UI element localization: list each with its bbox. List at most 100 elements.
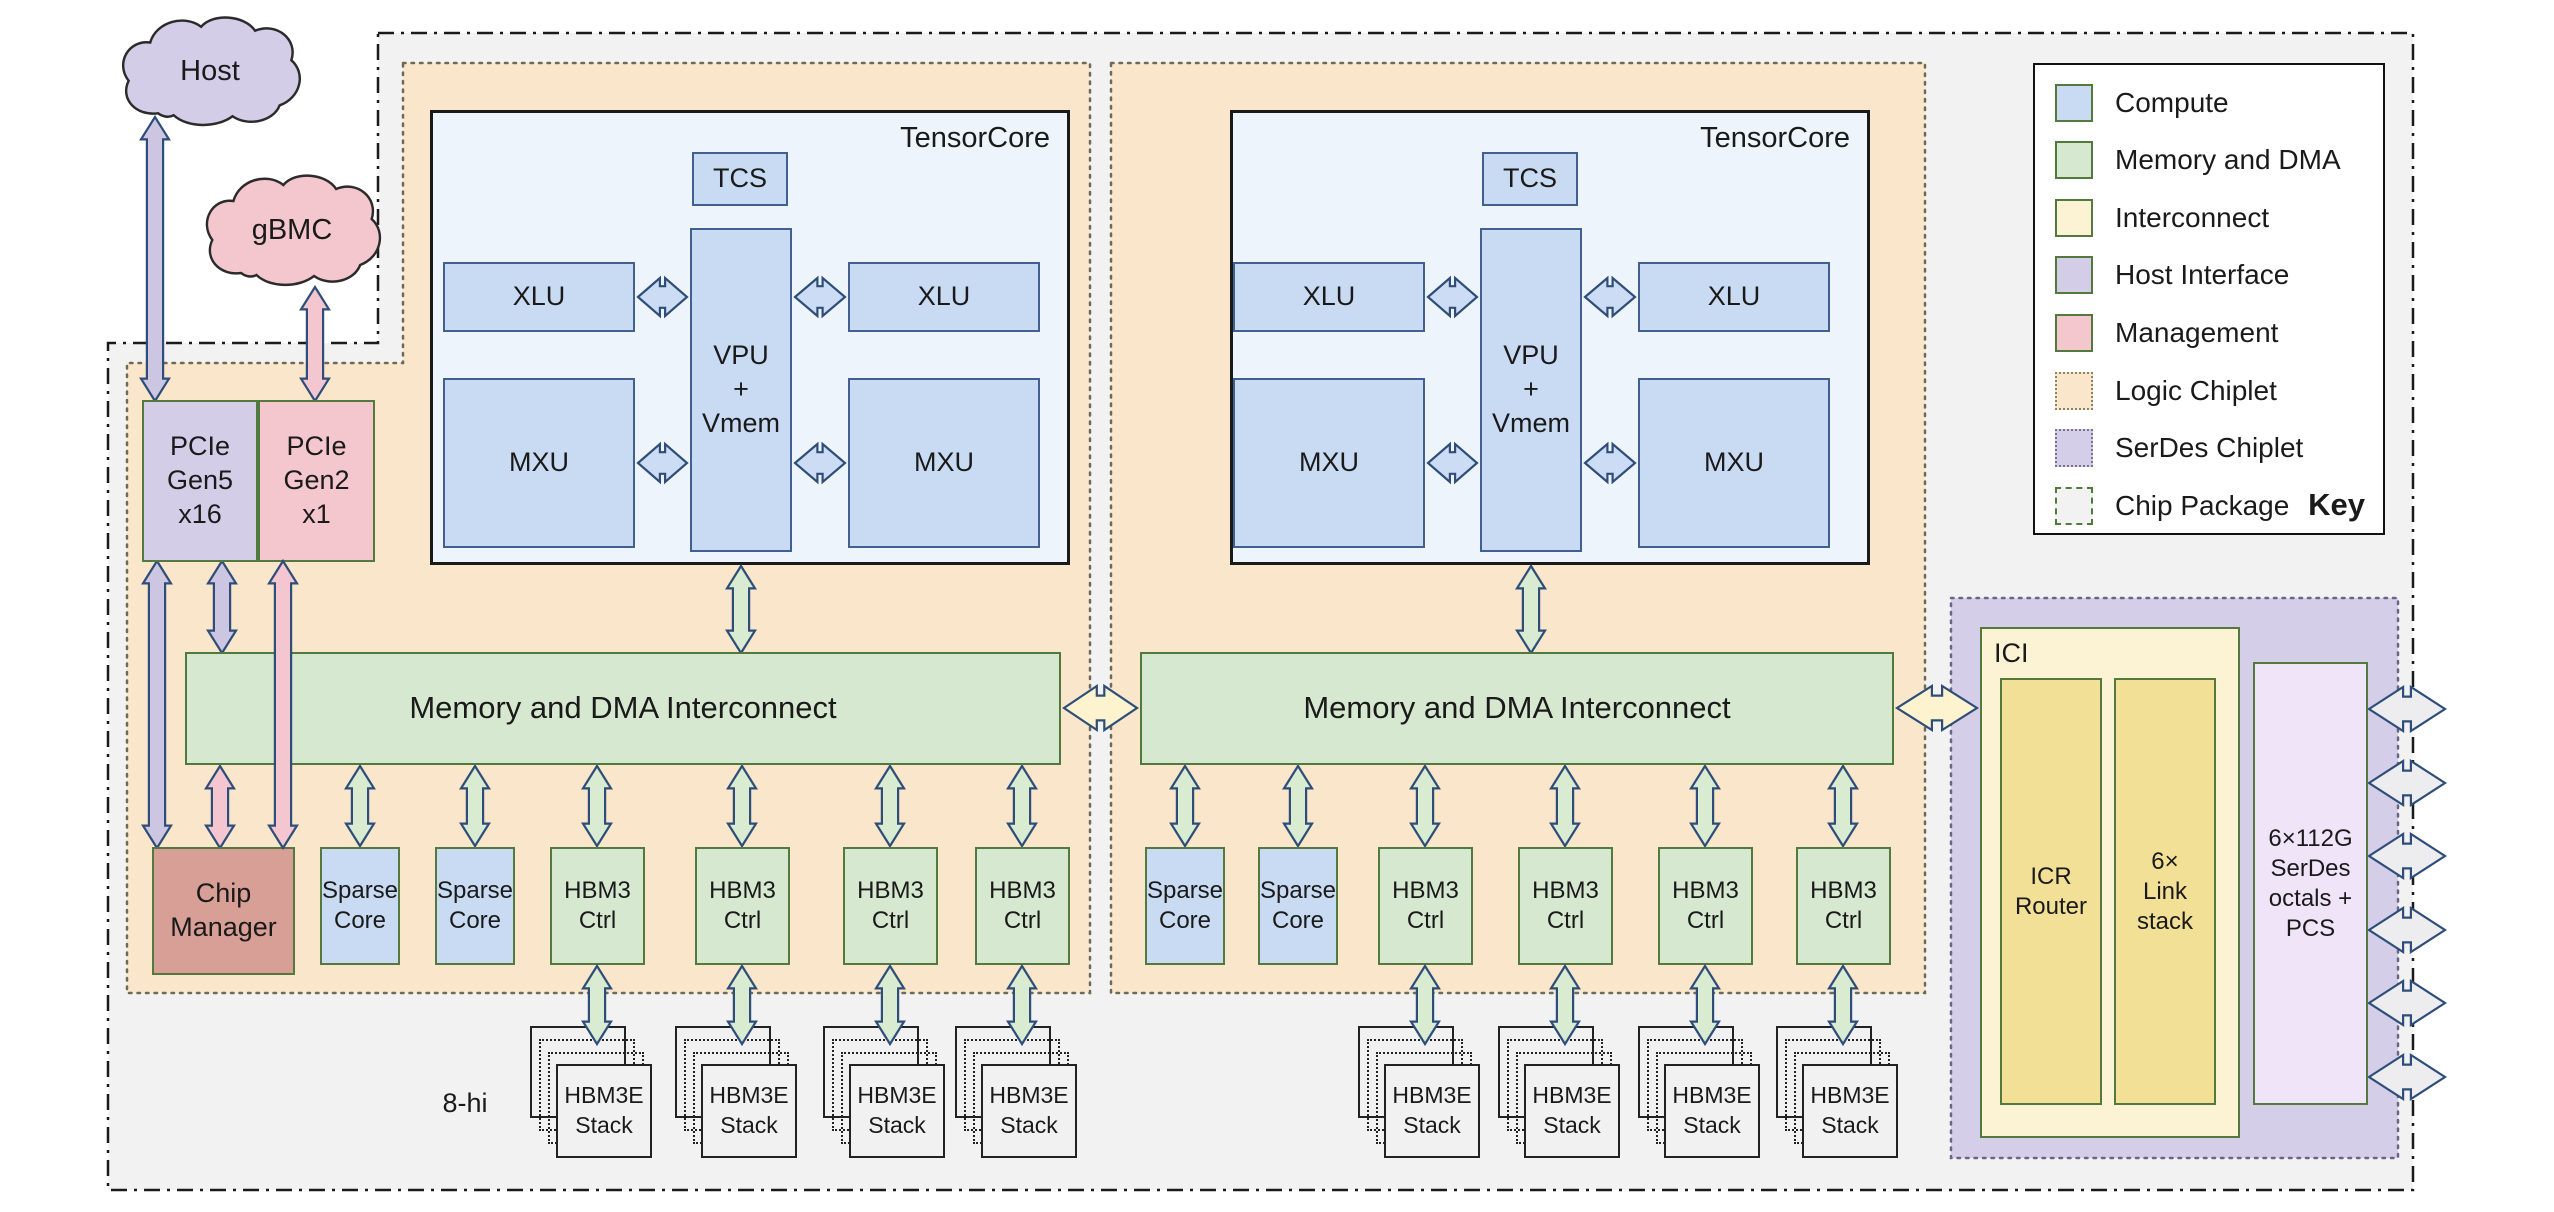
arrow-bar-hbmctrl4-right [1827, 763, 1859, 849]
serdes-octals-pcs: 6×112G SerDes octals + PCS [2253, 662, 2368, 1105]
hbm3e-stack-left-4: HBM3E Stack [955, 1026, 1077, 1158]
memory-dma-interconnect-left: Memory and DMA Interconnect [185, 652, 1061, 765]
arrow-bar-hbmctrl2-right [1549, 763, 1581, 849]
sparse-core-right-2: Sparse Core [1258, 847, 1338, 965]
arrow-ctrl4-stack4-left [1006, 963, 1038, 1047]
stack-front-layer: HBM3E Stack [1524, 1064, 1620, 1158]
cloud-shape [205, 174, 381, 287]
arrow-ctrl1-stack1-left [581, 963, 613, 1047]
chip-manager: Chip Manager [152, 847, 295, 975]
pcie-gen5-block: PCIe Gen5 x16 [142, 400, 258, 562]
hbm3-ctrl-left-3: HBM3 Ctrl [843, 847, 938, 965]
memory-dma-interconnect-right: Memory and DMA Interconnect [1140, 652, 1894, 765]
arrow-ctrl3-stack3-right [1689, 963, 1721, 1047]
arrow-interconnect-interconnect [1062, 683, 1139, 733]
pcie-gen2-block: PCIe Gen2 x1 [258, 400, 375, 562]
arrow-serdes-io-2 [2366, 758, 2448, 808]
hbm3e-stack-right-1: HBM3E Stack [1358, 1026, 1480, 1158]
arrow-bar-sparse2-left [459, 763, 491, 849]
arrow-serdes-io-5 [2366, 978, 2448, 1028]
hbm3-ctrl-left-2: HBM3 Ctrl [695, 847, 790, 965]
arrow-bar-hbmctrl3-left [874, 763, 906, 849]
arrow-ctrl4-stack4-right [1827, 963, 1859, 1047]
legend-label: Management [2115, 317, 2279, 348]
hbm3e-stack-left-2: HBM3E Stack [675, 1026, 797, 1158]
arrow-serdes-io-1 [2366, 684, 2448, 734]
legend-label: Interconnect [2115, 202, 2270, 233]
key-legend: Compute Memory and DMA Interconnect Host… [2033, 63, 2385, 535]
hbm3-ctrl-right-1: HBM3 Ctrl [1378, 847, 1473, 965]
sparse-core-left-2: Sparse Core [435, 847, 515, 965]
legend-label: SerDes Chiplet [2115, 432, 2304, 463]
arrow-pcie5-chip-manager [141, 558, 173, 851]
legend-label: Memory and DMA [2115, 144, 2341, 175]
key-title: Key [2308, 487, 2365, 522]
stack-front-layer: HBM3E Stack [1664, 1064, 1760, 1158]
arrow-vpu-mxu-left-tc [793, 441, 847, 485]
legend-row-management: Management [2055, 313, 2278, 353]
hbm3e-stack-right-4: HBM3E Stack [1776, 1026, 1898, 1158]
arrow-mxu-vpu-right-tc [1426, 441, 1479, 485]
hbm3e-stack-right-2: HBM3E Stack [1498, 1026, 1620, 1158]
legend-label: Compute [2115, 87, 2229, 118]
arrow-vpu-xlu-left-tc [793, 275, 847, 319]
tcs-right: TCS [1482, 152, 1578, 206]
stack-height-label: 8-hi [442, 1087, 488, 1118]
stack-front-layer: HBM3E Stack [1384, 1064, 1480, 1158]
arrow-bar-hbmctrl3-right [1689, 763, 1721, 849]
arrow-xlu-vpu-left-tc [636, 275, 689, 319]
vpu-vmem-left: VPU + Vmem [690, 228, 792, 552]
xlu-left-2: XLU [848, 262, 1040, 332]
arrow-bar-hbmctrl2-left [726, 763, 758, 849]
memory-swatch [2055, 141, 2093, 179]
arrow-bar-hbmctrl1-right [1409, 763, 1441, 849]
arrow-interconnect-ici [1894, 684, 1980, 732]
hbm3e-stack-left-1: HBM3E Stack [530, 1026, 652, 1158]
arrow-serdes-io-6 [2366, 1052, 2448, 1102]
hbm3-ctrl-right-2: HBM3 Ctrl [1518, 847, 1613, 965]
gbmc-cloud-label: gBMC [251, 213, 333, 246]
arrow-vpu-xlu-right-tc [1583, 275, 1637, 319]
arrow-bar-sparse2-right [1282, 763, 1314, 849]
hbm3e-stack-left-3: HBM3E Stack [823, 1026, 945, 1158]
legend-row-chip-package: Chip Package [2055, 486, 2289, 526]
stack-front-layer: HBM3E Stack [849, 1064, 945, 1158]
mxu-left-1: MXU [443, 378, 635, 548]
hbm3-ctrl-left-4: HBM3 Ctrl [975, 847, 1070, 965]
mxu-right-1: MXU [1233, 378, 1425, 548]
arrow-ctrl2-stack2-left [726, 963, 758, 1047]
vpu-vmem-right: VPU + Vmem [1480, 228, 1582, 552]
sparse-core-left-1: Sparse Core [320, 847, 400, 965]
arrow-ctrl2-stack2-right [1549, 963, 1581, 1047]
hbm3-ctrl-left-1: HBM3 Ctrl [550, 847, 645, 965]
arrow-gbmc-pcie2 [299, 284, 331, 404]
stack-front-layer: HBM3E Stack [1802, 1064, 1898, 1158]
arrow-mxu-vpu-left-tc [636, 441, 689, 485]
legend-label: Chip Package [2115, 490, 2290, 521]
logic-chiplet-swatch [2055, 372, 2093, 410]
serdes-chiplet-swatch [2055, 429, 2093, 467]
legend-row-serdes-chiplet: SerDes Chiplet [2055, 428, 2303, 468]
arrow-ctrl3-stack3-left [874, 963, 906, 1047]
arrow-bar-hbmctrl1-left [581, 763, 613, 849]
arrow-pcie5-interconnect [206, 558, 238, 656]
tensorcore-left-label: TensorCore [900, 122, 1050, 154]
stack-front-layer: HBM3E Stack [556, 1064, 652, 1158]
host-interface-swatch [2055, 256, 2093, 294]
arrow-bar-hbmctrl4-left [1006, 763, 1038, 849]
hbm3-ctrl-right-3: HBM3 Ctrl [1658, 847, 1753, 965]
sparse-core-right-1: Sparse Core [1145, 847, 1225, 965]
mxu-right-2: MXU [1638, 378, 1830, 548]
arrow-pcie2-chip-manager [267, 558, 299, 851]
management-swatch [2055, 314, 2093, 352]
arrow-host-pcie5 [139, 114, 171, 404]
legend-row-logic-chiplet: Logic Chiplet [2055, 371, 2277, 411]
chip-package-swatch [2055, 487, 2093, 525]
xlu-right-1: XLU [1233, 262, 1425, 332]
host-cloud: Host [112, 12, 308, 130]
hbm3-ctrl-right-4: HBM3 Ctrl [1796, 847, 1891, 965]
host-cloud-label: Host [180, 54, 240, 87]
tcs-left: TCS [692, 152, 788, 206]
stack-front-layer: HBM3E Stack [701, 1064, 797, 1158]
